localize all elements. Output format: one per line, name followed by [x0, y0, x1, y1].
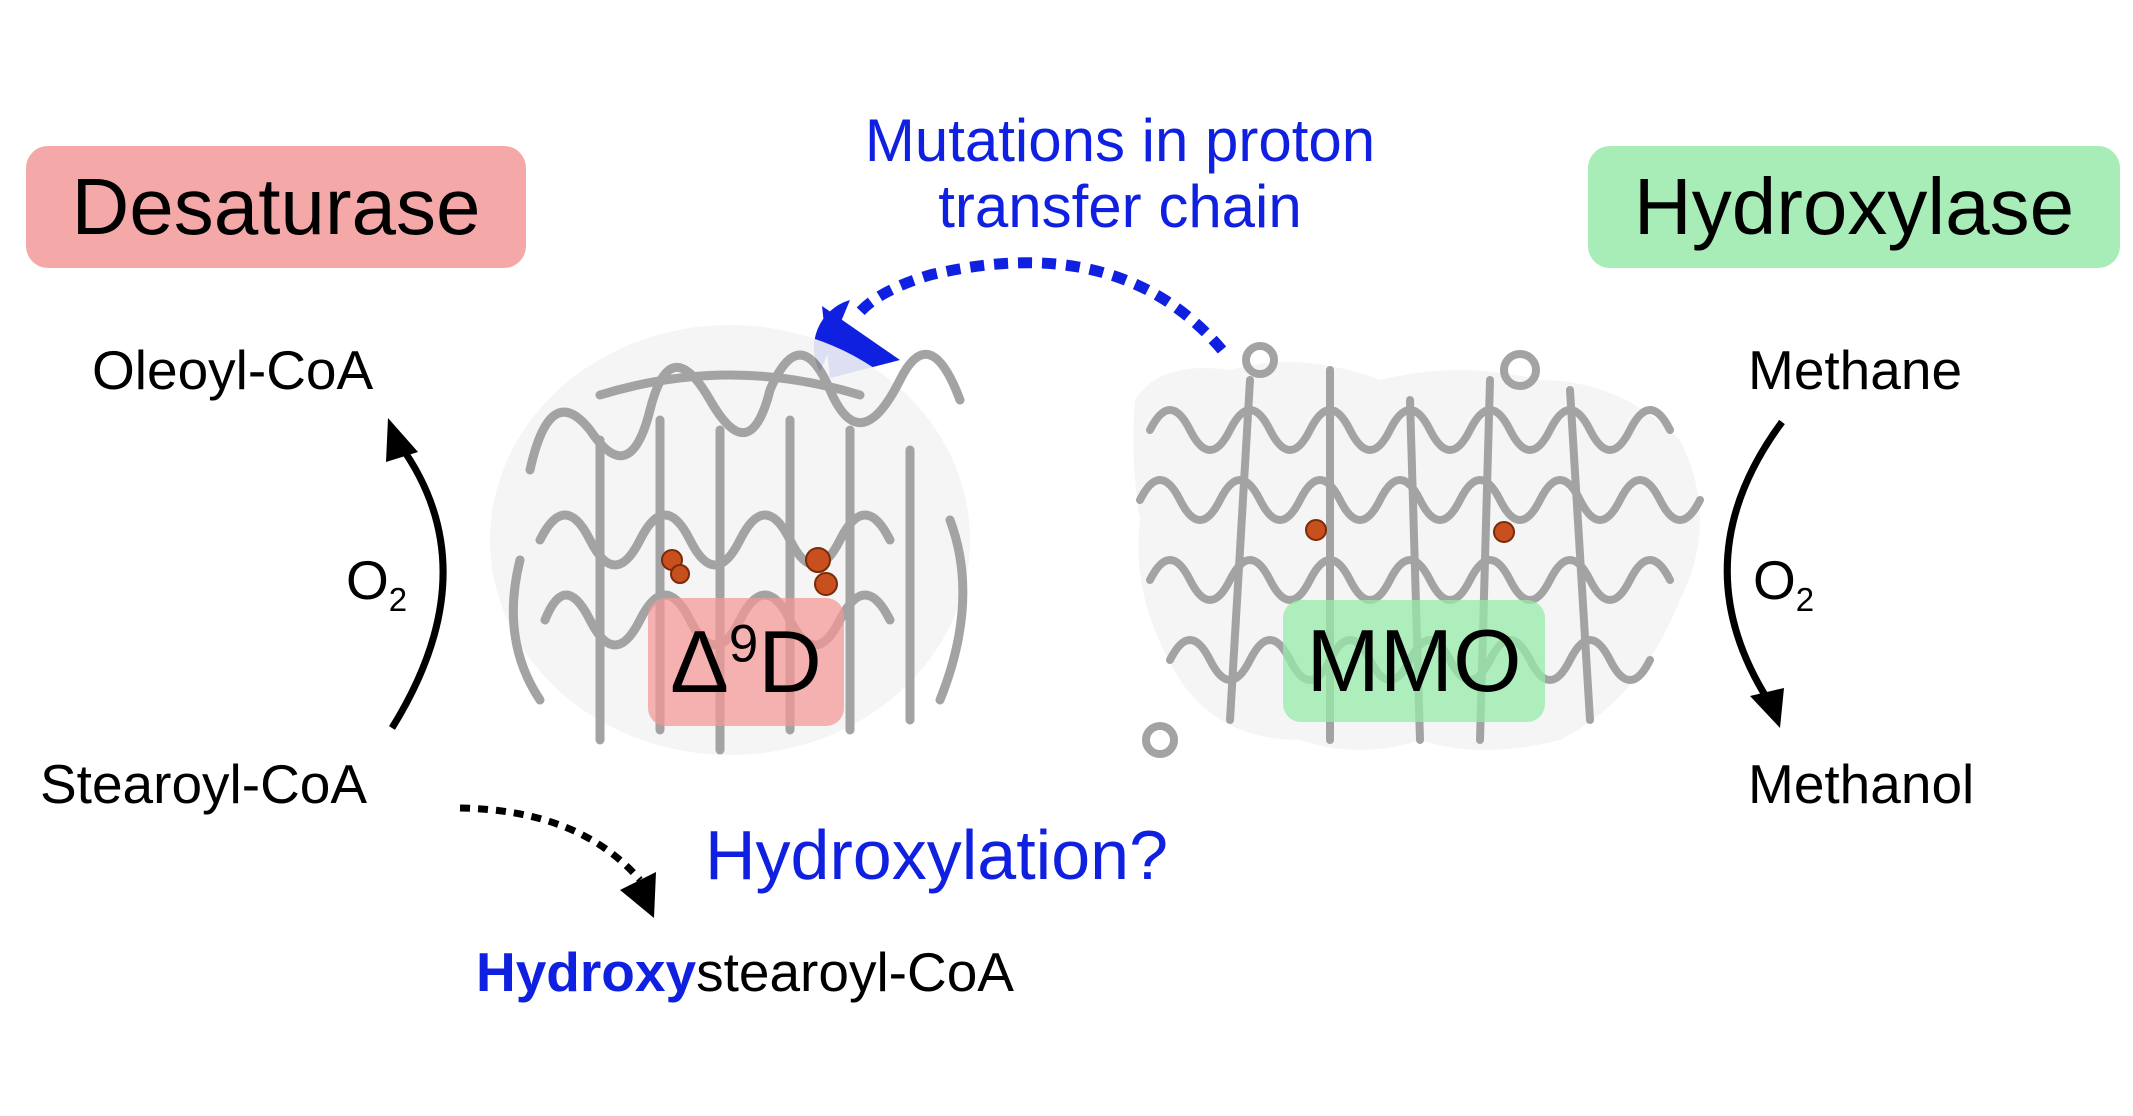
hydroxylase-title: Hydroxylase — [1633, 162, 2075, 251]
hydroxylation-dotted-arrowhead — [620, 872, 656, 918]
methanol-label: Methanol — [1748, 753, 1975, 815]
delta-symbol: Δ — [670, 612, 729, 711]
delta9d-suffix: D — [758, 612, 822, 711]
mmo-badge: MMO — [1283, 600, 1545, 722]
right-oxygen-symbol: O — [1753, 549, 1796, 611]
left-oxygen-symbol: O — [346, 549, 389, 611]
stearoyl-coa-label: Stearoyl-CoA — [40, 753, 368, 815]
left-oxygen-label: O2 — [346, 548, 407, 619]
right-oxygen-label: O2 — [1753, 548, 1814, 619]
delta9d-label: Δ9D — [670, 611, 822, 713]
mutation-dotted-arrow — [855, 257, 1227, 354]
hydroxy-prefix: Hydroxy — [476, 941, 697, 1003]
hydroxystearoyl-suffix: stearoyl-CoA — [696, 941, 1014, 1003]
mmo-label: MMO — [1306, 611, 1522, 710]
desaturation-arrow — [389, 442, 447, 730]
desaturation-arrowhead — [386, 418, 418, 462]
mutation-line-2: transfer chain — [938, 173, 1302, 240]
hydroxylation-arrowhead — [1750, 688, 1784, 728]
desaturase-badge: Desaturase — [26, 146, 526, 268]
hydroxylation-arrow — [1723, 419, 1785, 702]
left-oxygen-subscript: 2 — [388, 581, 408, 618]
hydroxylation-question: Hydroxylation? — [705, 816, 1168, 894]
delta9d-badge: Δ9D — [648, 598, 844, 726]
oleoyl-coa-label: Oleoyl-CoA — [92, 339, 374, 401]
desaturase-title: Desaturase — [71, 162, 481, 251]
mutation-annotation: Mutations in proton transfer chain — [800, 108, 1440, 240]
hydroxylase-badge: Hydroxylase — [1588, 146, 2120, 268]
right-oxygen-subscript: 2 — [1795, 581, 1815, 618]
hydroxylation-dotted-arrow — [459, 804, 643, 883]
methane-label: Methane — [1748, 339, 1963, 401]
mutation-line-1: Mutations in proton — [864, 107, 1376, 174]
iron-centers — [661, 519, 1515, 596]
delta9d-superscript: 9 — [728, 614, 759, 674]
hydroxystearoyl-coa-label: Hydroxystearoyl-CoA — [476, 940, 1014, 1004]
